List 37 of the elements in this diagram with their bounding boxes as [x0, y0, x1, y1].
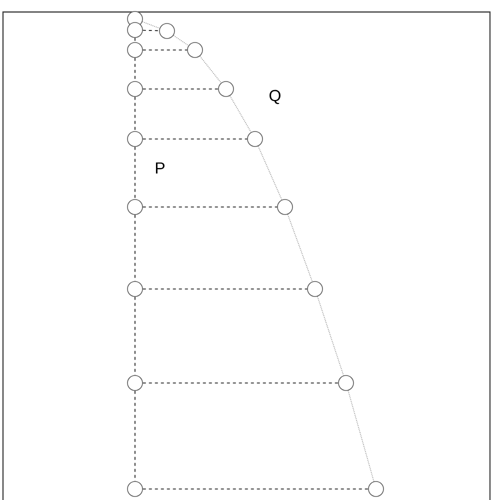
circle-marker: [127, 281, 143, 297]
circle-marker: [368, 481, 384, 497]
connector-line: [142, 288, 308, 290]
circle-marker: [307, 281, 323, 297]
connector-line: [142, 88, 218, 90]
circle-marker: [277, 199, 293, 215]
connector-line: [230, 95, 252, 133]
connector-line: [142, 382, 338, 384]
connector-line: [134, 38, 136, 42]
connector-line: [287, 214, 313, 282]
circle-marker: [127, 22, 143, 38]
circle-marker: [127, 81, 143, 97]
circle-marker: [338, 375, 354, 391]
circle-marker: [247, 131, 263, 147]
circle-marker: [127, 199, 143, 215]
connector-line: [142, 138, 248, 140]
connector-line: [134, 146, 136, 200]
connector-line: [134, 96, 136, 132]
point-label: Q: [270, 90, 280, 104]
connector-line: [142, 488, 368, 490]
connector-line: [134, 58, 136, 82]
connector-line: [317, 296, 344, 376]
connector-line: [258, 146, 282, 200]
connector-line: [142, 21, 160, 29]
circle-marker: [218, 81, 234, 97]
circle-marker: [127, 481, 143, 497]
circle-marker: [127, 42, 143, 58]
connector-line: [173, 35, 189, 46]
connector-line: [348, 390, 374, 482]
circle-marker: [127, 375, 143, 391]
circle-marker: [187, 42, 203, 58]
circle-marker: [127, 131, 143, 147]
point-label: P: [156, 162, 164, 174]
connector-line: [142, 30, 160, 32]
connector-line: [200, 56, 222, 84]
connector-line: [142, 206, 278, 208]
circle-marker: [159, 23, 175, 39]
